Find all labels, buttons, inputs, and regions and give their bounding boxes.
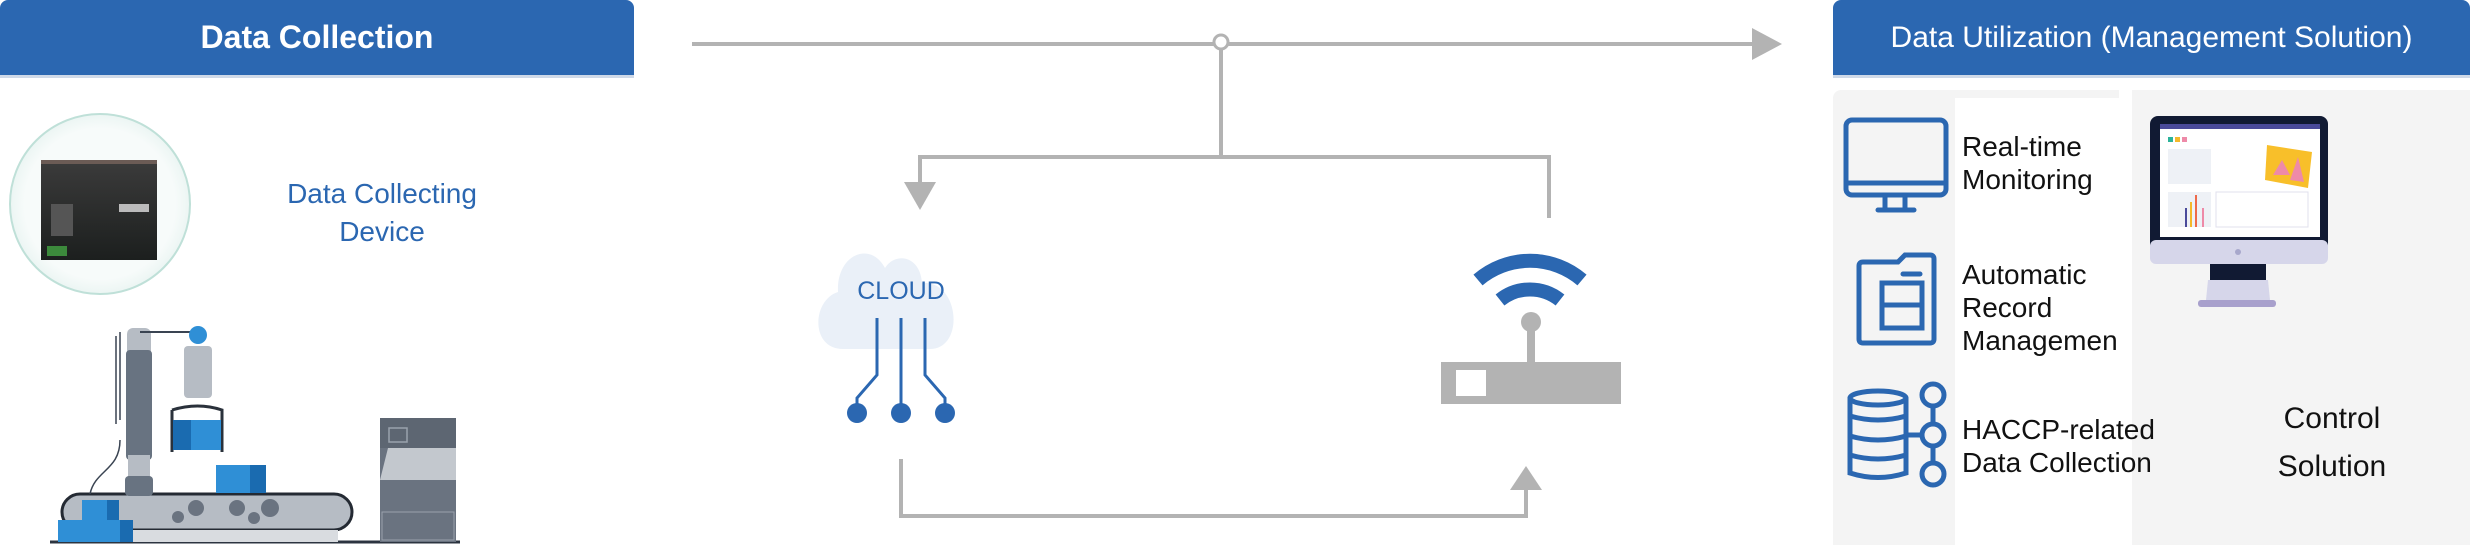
junction-node xyxy=(1212,33,1230,51)
feature-line: Real-time xyxy=(1962,131,2082,162)
data-collecting-device-label: Data Collecting Device xyxy=(262,175,502,251)
feature-haccp-data-collection: HACCP-related Data Collection xyxy=(1962,413,2155,479)
device-label-line1: Data Collecting xyxy=(287,178,477,209)
control-line1: Control xyxy=(2283,402,2381,435)
data-collecting-device-photo xyxy=(9,113,191,295)
feature-line: Managemen xyxy=(1962,325,2118,356)
feature-line: Record xyxy=(1962,292,2053,323)
device-label-line2: Device xyxy=(339,216,425,247)
feature-line: Monitoring xyxy=(1962,164,2093,195)
dashboard-monitor-illustration xyxy=(2150,116,2328,307)
arrow-down-icon xyxy=(904,182,936,210)
control-line2: Solution xyxy=(2277,450,2387,483)
file-cabinet-icon xyxy=(1856,252,1937,346)
arrow-up-icon xyxy=(1510,466,1542,490)
cloud-icon xyxy=(818,253,955,423)
cloud-label: CLOUD xyxy=(857,277,945,305)
control-solution-label: Control Solution xyxy=(2232,395,2432,491)
feature-realtime-monitoring: Real-time Monitoring xyxy=(1962,130,2093,196)
data-collection-header: Data Collection xyxy=(0,0,634,78)
data-collection-title: Data Collection xyxy=(200,19,434,55)
arrow-right-icon xyxy=(1752,28,1782,60)
feature-automatic-record-management: Automatic Record Managemen xyxy=(1962,258,2118,357)
feature-line: HACCP-related xyxy=(1962,414,2155,445)
data-utilization-header: Data Utilization (Management Solution) xyxy=(1833,0,2470,78)
factory-robot-conveyor-illustration xyxy=(50,326,460,544)
feature-line: Automatic xyxy=(1962,259,2087,290)
feature-line: Data Collection xyxy=(1962,447,2152,478)
database-network-icon xyxy=(1847,381,1947,488)
wifi-router-icon xyxy=(1441,253,1621,404)
features-text-column xyxy=(1955,98,2135,545)
monitor-icon xyxy=(1843,117,1949,213)
data-utilization-title: Data Utilization (Management Solution) xyxy=(1890,20,2413,54)
